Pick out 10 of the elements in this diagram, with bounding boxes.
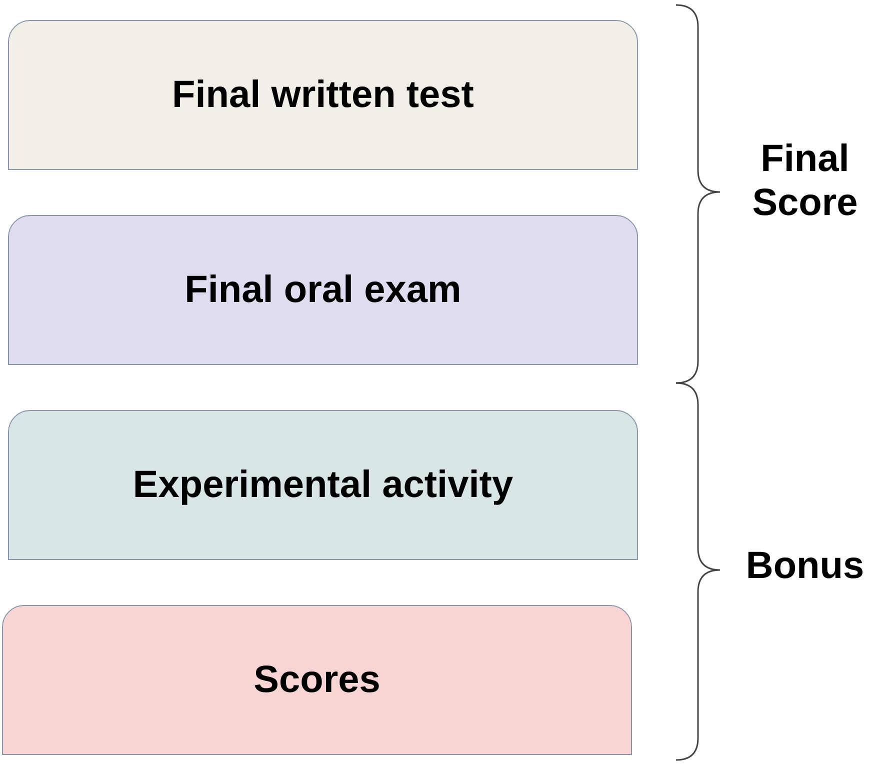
process-box	[2, 605, 632, 755]
box-label: Scores	[254, 658, 380, 702]
box-label: Final written test	[172, 74, 474, 116]
box-label: Experimental activity	[132, 464, 514, 506]
process-box	[8, 215, 638, 365]
bracket-label: Final Score	[751, 138, 859, 226]
box-label: Final oral exam	[184, 268, 462, 312]
process-box	[8, 20, 638, 170]
bracket-label: Bonus	[744, 545, 866, 589]
process-box	[8, 410, 638, 560]
